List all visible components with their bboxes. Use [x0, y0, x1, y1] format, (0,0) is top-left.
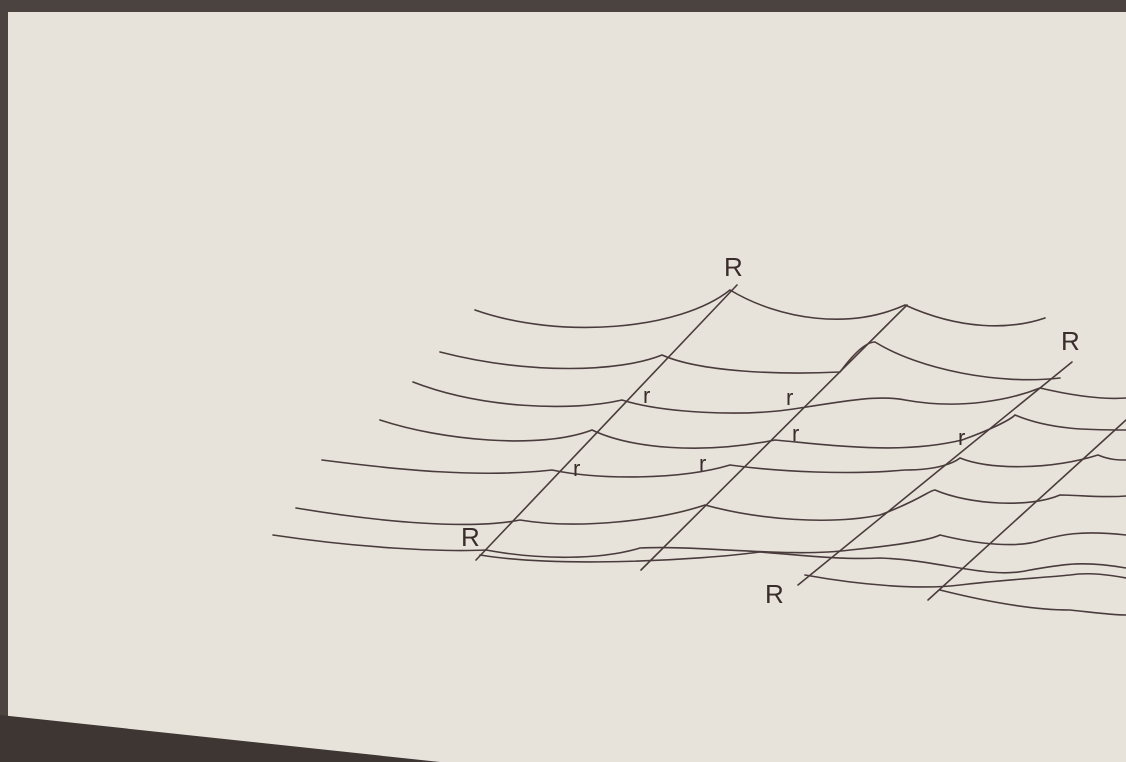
paper-sheet: [8, 12, 1126, 762]
label-R: R: [1061, 326, 1080, 356]
wave-line: [474, 289, 1046, 329]
wave-line: [412, 381, 1126, 414]
label-r: r: [643, 383, 650, 408]
wave-line: [272, 532, 1126, 559]
wave-line: [939, 589, 1126, 616]
ray-line: [640, 304, 908, 571]
label-r: r: [699, 451, 706, 476]
label-r: r: [573, 456, 580, 481]
label-R: R: [461, 522, 480, 552]
label-r: r: [792, 421, 799, 446]
wave-line: [379, 414, 1126, 449]
wave-line: [321, 454, 1126, 478]
ray-line: [797, 361, 1073, 586]
wave-line: [439, 341, 1061, 381]
wave-line: [479, 551, 1126, 574]
ray-line: [475, 284, 738, 561]
label-R: R: [724, 252, 743, 282]
ray-line: [927, 419, 1126, 601]
top-border: [0, 0, 1126, 12]
wave-line: [295, 489, 1126, 526]
left-border: [0, 0, 8, 762]
wave-curves: [272, 284, 1126, 616]
wave-line: [804, 572, 1126, 588]
label-R: R: [765, 579, 784, 609]
label-r: r: [786, 385, 793, 410]
labels: R R R R r r r r r r: [461, 252, 1080, 609]
label-r: r: [958, 425, 965, 450]
